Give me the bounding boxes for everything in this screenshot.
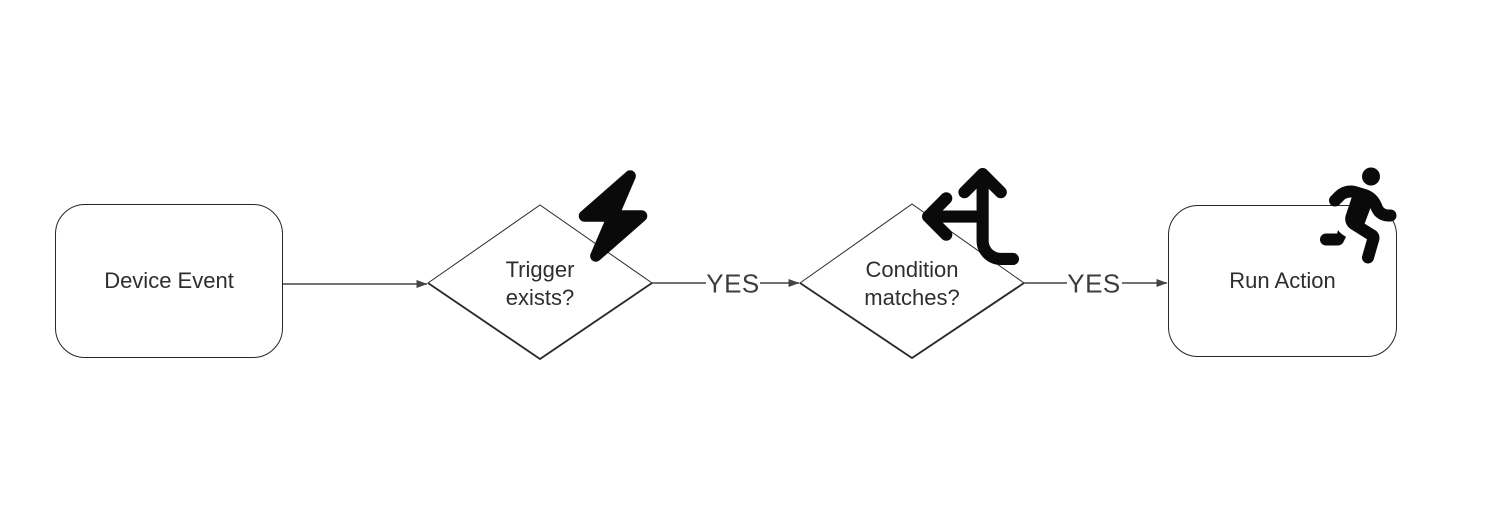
node-run-action-label: Run Action: [1229, 268, 1336, 293]
person-running-icon: [1320, 167, 1397, 264]
bolt-icon: [578, 170, 648, 262]
node-trigger-exists-label: Trigger exists?: [505, 257, 575, 310]
edge-label-yes-1: YES: [706, 268, 760, 299]
edge-label-yes-2: YES: [1067, 268, 1121, 299]
node-condition-matches-label: Condition matches?: [864, 257, 960, 310]
arrows-split-up-and-left-icon: [922, 168, 1019, 265]
node-device-event-label: Device Event: [104, 268, 234, 293]
node-device-event: Device Event: [55, 204, 283, 358]
